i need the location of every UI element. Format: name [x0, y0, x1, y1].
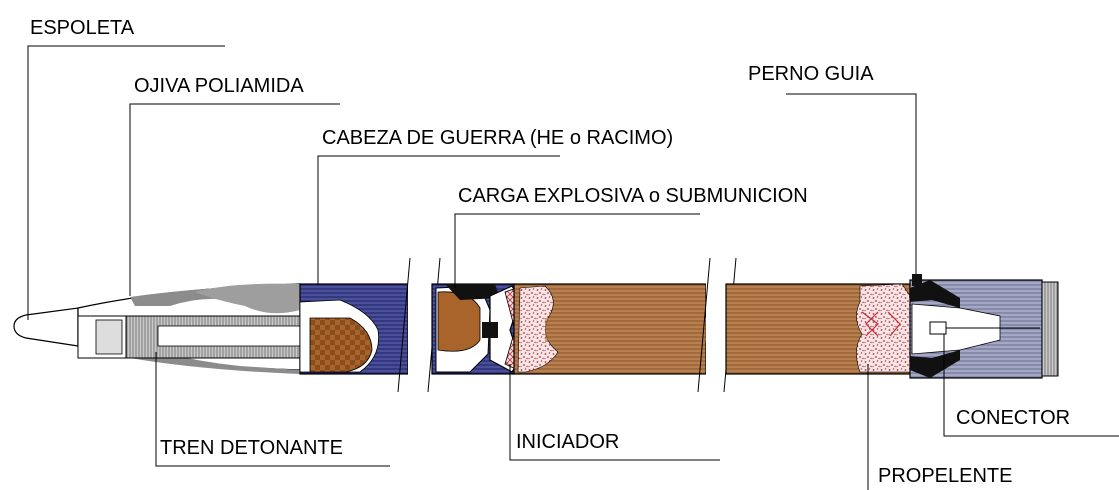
leader-tren	[155, 352, 390, 467]
leader-espoleta	[27, 45, 225, 320]
leader-carga	[454, 213, 700, 288]
break-gap-2	[706, 280, 726, 380]
label-espoleta: ESPOLETA	[30, 17, 135, 39]
label-iniciador: INICIADOR	[516, 431, 619, 453]
propellant-grain-x	[861, 311, 901, 337]
propellant-speckle-rear	[856, 283, 911, 373]
break-line-2a	[697, 257, 711, 393]
fuze-inner	[95, 319, 123, 355]
break-gap-1	[408, 280, 432, 380]
propellant-core	[545, 318, 706, 342]
explosive-charge-black	[445, 284, 500, 300]
nozzle-black-top	[910, 280, 960, 308]
leader-lines	[27, 45, 1119, 490]
detonator-train-core	[157, 325, 309, 347]
break-line-1a	[397, 257, 411, 393]
tail-ring	[1041, 281, 1059, 377]
leader-ojiva	[129, 103, 340, 296]
label-tren: TREN DETONANTE	[160, 437, 343, 459]
labels: ESPOLETA OJIVA POLIAMIDA CABEZA DE GUERR…	[30, 17, 1070, 487]
nozzle-black-bottom	[910, 350, 960, 378]
label-propelente: PROPELENTE	[878, 465, 1012, 487]
leader-conector	[943, 334, 1119, 437]
guide-pin	[912, 274, 922, 286]
initiator-cap	[482, 322, 498, 338]
label-perno: PERNO GUIA	[748, 63, 874, 85]
label-ojiva: OJIVA POLIAMIDA	[134, 75, 304, 97]
leader-iniciador	[509, 364, 720, 461]
label-cabeza: CABEZA DE GUERRA (HE o RACIMO)	[322, 127, 673, 149]
connector-pin	[929, 321, 947, 335]
explosive-charge-brown	[437, 291, 481, 352]
ogive-gray-blob	[195, 283, 300, 314]
warhead-explosive-fill	[309, 317, 373, 373]
leader-cabeza	[317, 155, 560, 284]
label-carga: CARGA EXPLOSIVA o SUBMUNICION	[458, 185, 808, 207]
rocket-body	[13, 257, 1059, 393]
leader-perno	[786, 93, 917, 274]
nozzle-white	[911, 303, 1001, 355]
label-conector: CONECTOR	[956, 407, 1070, 429]
fuze-tip	[13, 307, 79, 347]
